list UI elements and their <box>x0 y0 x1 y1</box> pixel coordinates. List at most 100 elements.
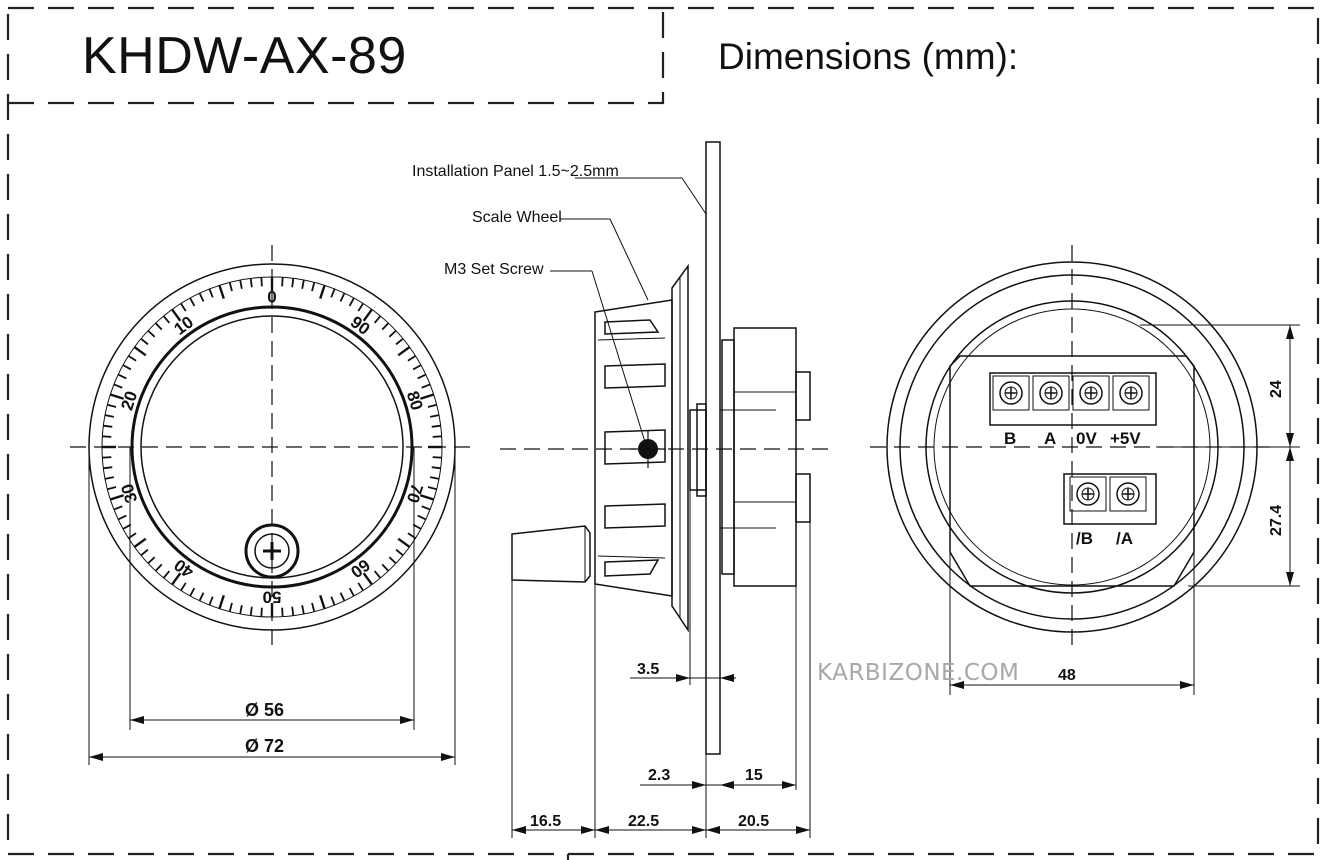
dim-24: 24 <box>1268 380 1285 398</box>
scale-tick <box>198 592 205 602</box>
scale-tick <box>228 282 233 292</box>
installation-panel <box>705 141 721 755</box>
scale-tick <box>133 537 147 548</box>
title-box <box>8 8 665 105</box>
scale-tick <box>291 278 295 288</box>
scale-tick <box>319 594 326 610</box>
dim-22-5: 22.5 <box>628 813 659 830</box>
encoder-body <box>733 327 797 587</box>
scale-tick <box>381 563 390 572</box>
scale-tick <box>171 572 182 586</box>
scale-tick <box>117 514 127 521</box>
scale-tick <box>249 278 253 288</box>
scale-tick <box>281 607 284 617</box>
scale-tick <box>427 403 437 408</box>
scale-tick <box>239 279 243 290</box>
callout-scale-wheel: Scale Wheel <box>472 209 562 226</box>
scale-number-30: 30 <box>117 481 141 505</box>
scale-tick <box>249 606 253 616</box>
scale-tick <box>208 596 214 606</box>
scale-tick <box>154 322 163 331</box>
scale-tick <box>397 346 411 357</box>
scale-tick <box>348 587 355 597</box>
crank-handle <box>511 525 591 583</box>
scale-tick <box>189 587 196 597</box>
scale-tick <box>373 570 382 579</box>
scale-tick <box>388 329 397 338</box>
scale-tick <box>281 277 284 287</box>
scale-number-70: 70 <box>403 481 427 505</box>
scale-tick <box>140 337 149 346</box>
scale-tick <box>339 292 346 302</box>
watermark: KARBIZONE.COM <box>817 660 1020 686</box>
scale-tick <box>311 602 316 612</box>
scale-tick <box>102 456 112 459</box>
side-view: Installation Panel 1.5~2.5mm Scale Wheel… <box>412 141 830 838</box>
page-title: KHDW-AX-89 <box>82 27 407 85</box>
scale-number-50: 50 <box>263 588 282 607</box>
scale-tick <box>171 308 182 322</box>
scale-tick <box>431 466 441 470</box>
scale-tick <box>208 288 214 298</box>
scale-tick <box>330 288 336 298</box>
scale-tick <box>319 284 326 300</box>
terminal-label-5v: +5V <box>1110 429 1141 448</box>
terminal-screw-icon <box>1079 381 1103 405</box>
rear-view: B A 0V +5V /B /A 24 27.4 48 <box>870 245 1300 695</box>
scale-tick <box>357 582 364 592</box>
scale-tick <box>109 393 125 400</box>
encoder-pcb <box>949 355 1195 587</box>
terminal-label-nb: /B <box>1076 529 1093 548</box>
scale-tick <box>260 277 263 287</box>
scale-tick <box>301 604 305 615</box>
terminal-screw-icon <box>1076 482 1100 506</box>
scale-tick <box>147 329 156 338</box>
dim-20-5: 20.5 <box>738 813 769 830</box>
dim-3-5: 3.5 <box>637 661 659 678</box>
scale-tick <box>395 337 404 346</box>
scale-tick <box>239 604 243 615</box>
drawing-frame <box>6 6 1320 856</box>
scale-tick <box>373 315 382 324</box>
dim-inner-diameter: Ø 56 <box>245 700 284 720</box>
scale-number-60: 60 <box>347 555 373 581</box>
terminal-screw-icon <box>999 381 1023 405</box>
scale-tick <box>189 297 196 307</box>
scale-tick <box>427 486 437 491</box>
scale-tick <box>395 548 404 557</box>
scale-tick <box>429 414 440 418</box>
scale-tick <box>218 594 225 610</box>
scale-tick <box>103 424 113 428</box>
scale-tick <box>419 393 435 400</box>
scale-tick <box>104 414 115 418</box>
scale-tick <box>339 592 346 602</box>
scale-tick <box>117 373 127 380</box>
scale-tick <box>180 302 187 312</box>
scale-tick <box>421 505 431 511</box>
dim-2-3: 2.3 <box>648 767 670 784</box>
scale-tick <box>362 308 373 322</box>
terminal-label-na: /A <box>1116 529 1133 548</box>
callout-installation-panel: Installation Panel 1.5~2.5mm <box>412 163 619 180</box>
scale-tick <box>147 556 156 565</box>
terminal-label-b: B <box>1004 429 1016 448</box>
scale-tick <box>154 563 163 572</box>
scale-number-0: 0 <box>267 288 276 307</box>
terminal-block-bottom <box>1063 473 1157 525</box>
scale-tick <box>162 315 171 324</box>
knob-body <box>594 299 673 597</box>
scale-tick <box>228 602 233 612</box>
scale-tick <box>103 466 113 470</box>
dim-15: 15 <box>745 767 763 784</box>
scale-tick <box>122 364 132 371</box>
scale-tick <box>127 355 137 362</box>
dim-outer-diameter: Ø 72 <box>245 736 284 756</box>
scale-tick <box>397 537 411 548</box>
scale-tick <box>260 607 263 617</box>
terminal-screw-icon <box>1119 381 1143 405</box>
scale-tick <box>107 403 117 408</box>
scale-tick <box>407 355 417 362</box>
callout-set-screw: M3 Set Screw <box>444 261 544 278</box>
